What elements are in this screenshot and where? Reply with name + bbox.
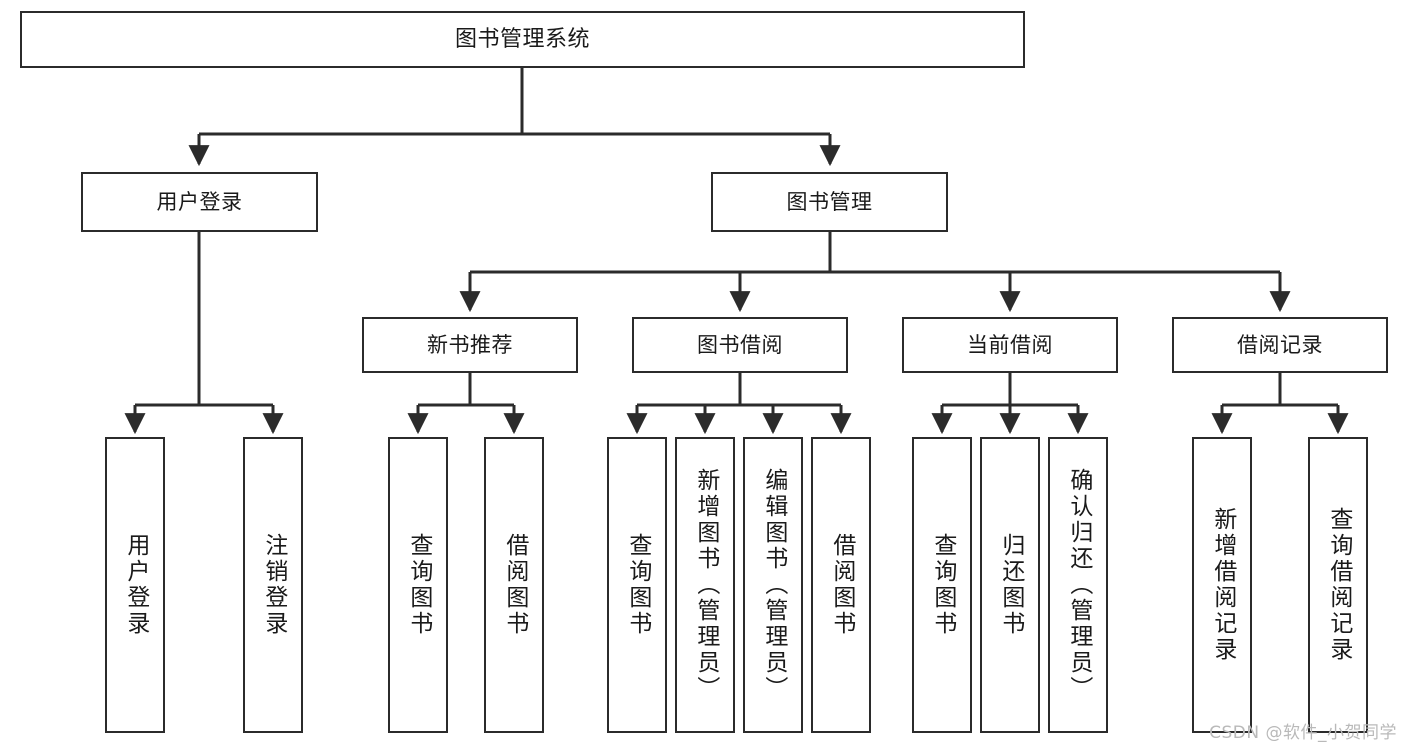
node-label: 新增图书（管理员）: [692, 468, 719, 702]
node-label: 借阅图书: [501, 533, 528, 637]
node-label: 确认归还（管理员）: [1065, 468, 1092, 702]
leaf-borrow-book-recommend[interactable]: 借阅图书: [484, 437, 544, 733]
leaf-query-book-recommend[interactable]: 查询图书: [388, 437, 448, 733]
node-label: 新增借阅记录: [1209, 507, 1236, 663]
node-label: 归还图书: [997, 533, 1024, 637]
node-book-borrow[interactable]: 图书借阅: [632, 317, 848, 373]
node-label: 借阅图书: [828, 533, 855, 637]
node-label: 查询借阅记录: [1325, 507, 1352, 663]
leaf-add-borrow-record[interactable]: 新增借阅记录: [1192, 437, 1252, 733]
leaf-return-book[interactable]: 归还图书: [980, 437, 1040, 733]
node-label: 图书管理系统: [454, 26, 590, 52]
leaf-query-book-borrow[interactable]: 查询图书: [607, 437, 667, 733]
node-book-management[interactable]: 图书管理: [711, 172, 948, 232]
node-borrow-record[interactable]: 借阅记录: [1172, 317, 1388, 373]
node-label: 借阅记录: [1237, 332, 1323, 357]
node-label: 用户登录: [156, 189, 243, 214]
node-label: 编辑图书（管理员）: [760, 468, 787, 702]
node-label: 注销登录: [260, 533, 287, 637]
node-label: 图书借阅: [697, 332, 783, 357]
leaf-add-book[interactable]: 新增图书（管理员）: [675, 437, 735, 733]
node-label: 查询图书: [624, 533, 651, 637]
node-label: 查询图书: [405, 533, 432, 637]
node-root-system[interactable]: 图书管理系统: [20, 11, 1025, 68]
leaf-borrow-book[interactable]: 借阅图书: [811, 437, 871, 733]
node-user-login[interactable]: 用户登录: [81, 172, 318, 232]
csdn-watermark: CSDN @软件_小贺同学: [1209, 723, 1397, 743]
leaf-user-login[interactable]: 用户登录: [105, 437, 165, 733]
node-new-book-recommend[interactable]: 新书推荐: [362, 317, 578, 373]
node-label: 图书管理: [786, 189, 873, 214]
leaf-edit-book[interactable]: 编辑图书（管理员）: [743, 437, 803, 733]
leaf-confirm-return[interactable]: 确认归还（管理员）: [1048, 437, 1108, 733]
node-label: 用户登录: [122, 533, 149, 637]
node-label: 当前借阅: [967, 332, 1053, 357]
leaf-query-book-current[interactable]: 查询图书: [912, 437, 972, 733]
leaf-logout-login[interactable]: 注销登录: [243, 437, 303, 733]
node-label: 查询图书: [929, 533, 956, 637]
leaf-query-borrow-record[interactable]: 查询借阅记录: [1308, 437, 1368, 733]
node-current-borrow[interactable]: 当前借阅: [902, 317, 1118, 373]
node-label: 新书推荐: [427, 332, 513, 357]
